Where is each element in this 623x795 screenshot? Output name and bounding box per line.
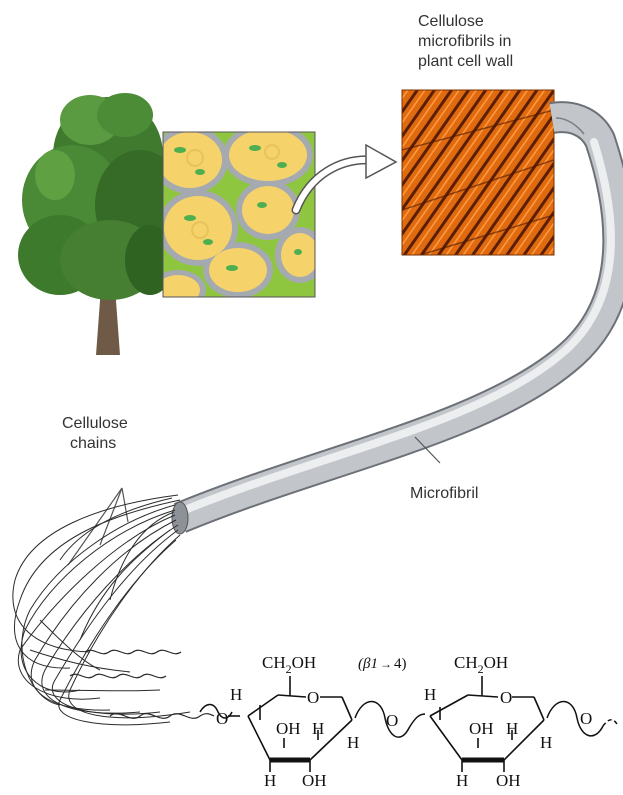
- oh-label: OH: [469, 719, 494, 738]
- ch2oh-left: CH2OH: [262, 653, 316, 676]
- oh-label: OH: [496, 771, 521, 790]
- tree-foliage: [18, 93, 185, 300]
- h-label: H: [312, 719, 324, 738]
- tree-illustration: [18, 93, 185, 355]
- h-label: H: [506, 719, 518, 738]
- cellulose-chains-label-line: chains: [62, 434, 128, 454]
- oh-label: OH: [276, 719, 301, 738]
- microfibrils-label-line: plant cell wall: [418, 52, 513, 72]
- plant-cells-inset: [150, 123, 325, 310]
- bridge-oxygen-left: O: [216, 709, 228, 728]
- ring-oxygen-right: O: [500, 688, 512, 707]
- microfibrils-label-line: Cellulose: [418, 12, 513, 32]
- microfibrils-label: Cellulose microfibrils in plant cell wal…: [418, 12, 513, 72]
- cellulose-structure: CH2OH O H O OH H H H OH (β1→4) O CH2OH O…: [200, 653, 617, 790]
- chains-leaders: [68, 488, 128, 565]
- bridge-oxygen-right: O: [580, 709, 592, 728]
- microfibril-micrograph: [402, 90, 554, 255]
- microfibril-label: Microfibril: [410, 484, 478, 504]
- mini-chains: [70, 650, 214, 718]
- h-label: H: [230, 685, 242, 704]
- bridge-oxygen-middle: O: [386, 711, 398, 730]
- h-label: H: [347, 733, 359, 752]
- ch2oh-right: CH2OH: [454, 653, 508, 676]
- linkage-label: (β1→4): [358, 656, 406, 672]
- cellulose-chains-label-line: Cellulose: [62, 414, 128, 434]
- cellulose-chains-label: Cellulose chains: [62, 414, 128, 454]
- h-label: H: [424, 685, 436, 704]
- cellulose-chains: [13, 495, 190, 725]
- oh-label: OH: [302, 771, 327, 790]
- continuation-bond: [603, 720, 617, 726]
- microfibrils-label-line: microfibrils in: [418, 32, 513, 52]
- h-label: H: [540, 733, 552, 752]
- h-label: H: [264, 771, 276, 790]
- outgoing-bond: [547, 702, 603, 736]
- h-label: H: [456, 771, 468, 790]
- ring-oxygen-left: O: [307, 688, 319, 707]
